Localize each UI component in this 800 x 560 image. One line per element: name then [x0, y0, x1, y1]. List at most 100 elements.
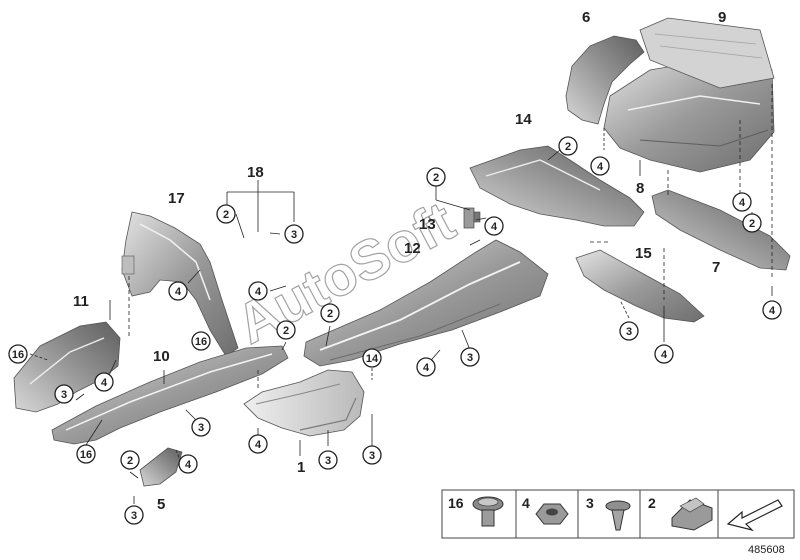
circle-label: 2 — [327, 308, 333, 320]
circle-callout-16: 16 — [76, 444, 96, 464]
circle-label: 4 — [175, 286, 182, 298]
legend-number: 2 — [648, 495, 656, 511]
circle-callout-4: 4 — [732, 192, 752, 212]
callout-17: 17 — [168, 190, 185, 207]
circle-callout-3: 3 — [619, 321, 639, 341]
circle-callouts: 2 2 2 2 2 2 2 3 3 3 3 3 3 3 3 4 4 4 4 4 … — [8, 136, 782, 525]
circle-callout-2: 2 — [558, 136, 578, 156]
circle-callout-3: 3 — [460, 347, 480, 367]
legend-number: 16 — [448, 495, 464, 511]
circle-callout-3: 3 — [362, 445, 382, 465]
heat-shield-part-17 — [121, 211, 239, 357]
circle-label: 4 — [185, 459, 192, 471]
callout-14: 14 — [515, 111, 532, 128]
circle-label: 3 — [369, 450, 375, 462]
circle-label: 16 — [195, 336, 207, 348]
fastener-legend: 16 4 3 2 — [441, 489, 795, 539]
callout-6: 6 — [582, 9, 590, 26]
callout-15: 15 — [635, 245, 652, 262]
circle-callout-4: 4 — [178, 454, 198, 474]
arrow-icon — [726, 499, 783, 532]
callout-8: 8 — [636, 180, 644, 197]
circle-callout-3: 3 — [124, 505, 144, 525]
heat-shield-part-11 — [13, 321, 121, 413]
circle-label: 4 — [661, 349, 668, 361]
tunnel-heat-shield-part-12 — [303, 239, 549, 367]
circle-label: 2 — [283, 325, 289, 337]
bracket-part-5 — [139, 447, 183, 487]
circle-label: 16 — [80, 449, 92, 461]
part-number-callouts: 1 5 6 7 8 9 10 11 12 13 14 15 17 18 — [73, 9, 726, 513]
screw-icon — [605, 500, 631, 531]
circle-label: 3 — [325, 455, 331, 467]
circle-callout-3: 3 — [54, 384, 74, 404]
catalog-number: 485608 — [748, 544, 785, 556]
circle-callout-4: 4 — [248, 281, 268, 301]
circle-callout-14: 14 — [362, 348, 382, 368]
circle-callout-4: 4 — [590, 156, 610, 176]
circle-callout-4: 4 — [654, 344, 674, 364]
circle-callout-3: 3 — [284, 224, 304, 244]
heat-shield-part-1 — [243, 369, 365, 437]
callout-12: 12 — [404, 240, 421, 257]
circle-label: 2 — [127, 455, 133, 467]
circle-callout-4: 4 — [168, 281, 188, 301]
circle-callout-4: 4 — [416, 357, 436, 377]
circle-label: 4 — [423, 362, 430, 374]
circle-callout-2: 2 — [216, 204, 236, 224]
circle-label: 14 — [366, 353, 379, 365]
circle-callout-2: 2 — [426, 167, 446, 187]
circle-label: 16 — [12, 349, 24, 361]
legend-number: 3 — [586, 495, 594, 511]
callout-10: 10 — [153, 348, 170, 365]
circle-callout-16: 16 — [8, 344, 28, 364]
bracket-part-13 — [463, 207, 481, 229]
circle-label: 4 — [491, 221, 498, 233]
circle-label: 3 — [198, 422, 204, 434]
legend-item-16: 16 — [448, 495, 504, 527]
circle-label: 4 — [597, 161, 604, 173]
callout-7: 7 — [712, 259, 720, 276]
circle-label: 3 — [467, 352, 473, 364]
circle-label: 4 — [255, 439, 262, 451]
heat-shield-part-10 — [51, 345, 289, 445]
legend-item-4: 4 — [522, 495, 569, 525]
circle-label: 4 — [769, 305, 776, 317]
circle-callout-4: 4 — [94, 372, 114, 392]
leader-lines — [29, 84, 773, 504]
circle-label: 3 — [61, 389, 67, 401]
circle-label: 4 — [255, 286, 262, 298]
legend-number: 4 — [522, 495, 530, 511]
circle-callout-4: 4 — [248, 434, 268, 454]
heat-shield-part-7 — [651, 189, 791, 271]
heat-shield-part-9 — [639, 17, 775, 89]
callout-5: 5 — [157, 496, 165, 513]
circle-callout-2: 2 — [742, 213, 762, 233]
circle-callout-16: 16 — [191, 331, 211, 351]
push-rivet-icon — [472, 496, 504, 527]
circle-label: 2 — [433, 172, 439, 184]
legend-item-2: 2 — [648, 495, 713, 531]
hex-nut-icon — [535, 503, 569, 525]
circle-callout-2: 2 — [320, 303, 340, 323]
callout-1: 1 — [297, 459, 305, 476]
circle-label: 2 — [749, 218, 755, 230]
callout-9: 9 — [718, 9, 726, 26]
callout-18: 18 — [247, 164, 264, 181]
heat-shield-part-14 — [469, 145, 645, 227]
circle-label: 4 — [101, 377, 108, 389]
callout-13: 13 — [419, 216, 436, 233]
heat-shield-part-6 — [565, 35, 645, 125]
circle-callout-2: 2 — [120, 450, 140, 470]
circle-callout-2: 2 — [276, 320, 296, 340]
circle-callout-4: 4 — [762, 300, 782, 320]
circle-label: 3 — [291, 229, 297, 241]
heat-shield-part-15 — [575, 249, 705, 323]
circle-label: 4 — [739, 197, 746, 209]
callout-11: 11 — [73, 293, 89, 310]
circle-label: 3 — [626, 326, 632, 338]
circle-label: 2 — [565, 141, 571, 153]
circle-callout-3: 3 — [318, 450, 338, 470]
circle-label: 3 — [131, 510, 137, 522]
